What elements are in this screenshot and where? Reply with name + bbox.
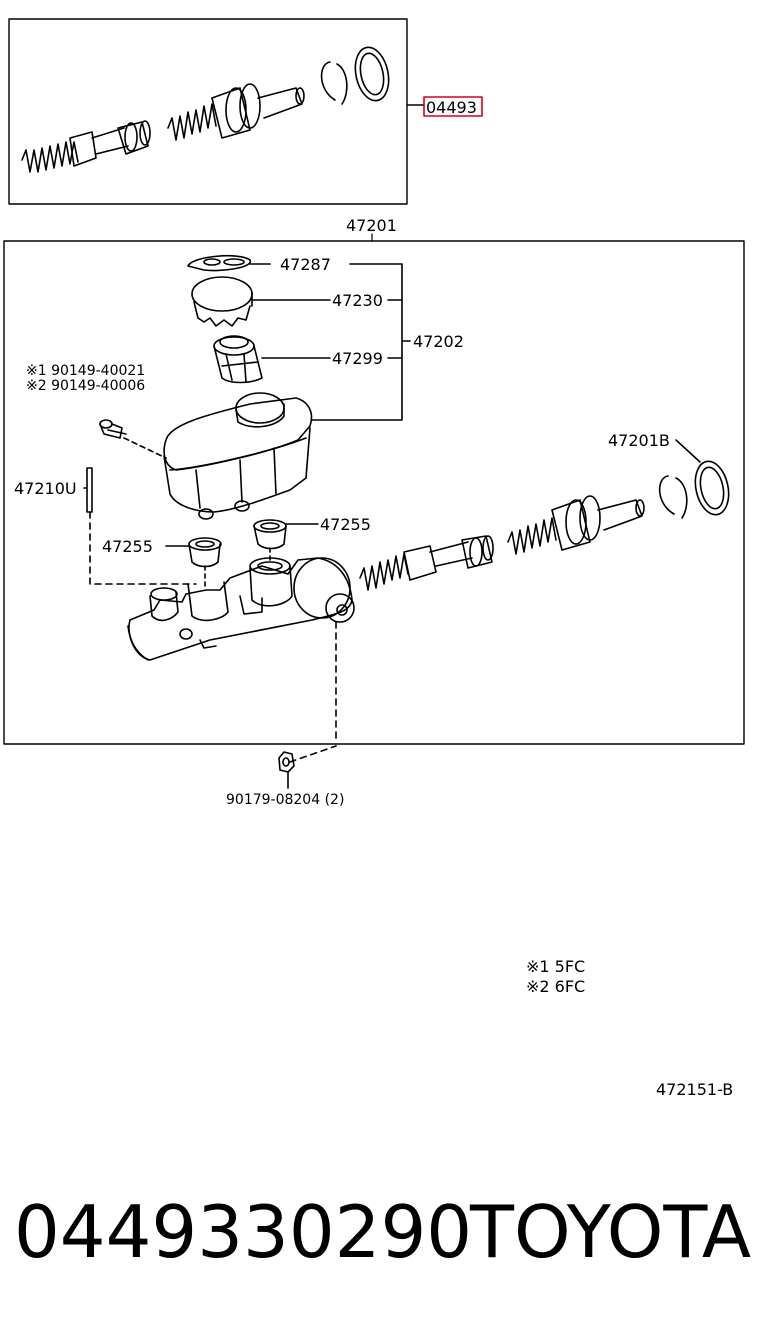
grommet-right-icon xyxy=(253,519,287,550)
kit-piston-spring-icon xyxy=(21,120,151,173)
strainer-icon xyxy=(213,335,263,384)
cap-label: 47230 xyxy=(332,291,383,310)
reservoir-cap-icon xyxy=(191,276,253,327)
main-o-ring-icon xyxy=(694,460,730,516)
strainer-label: 47299 xyxy=(332,349,383,368)
assembly-frame xyxy=(3,240,745,745)
master-cylinder-body-icon xyxy=(127,557,355,661)
legend-line-1: ※1 5FC xyxy=(526,957,585,976)
kit-piston-2-icon xyxy=(167,83,305,141)
screw-note-1: ※1 90149-40021 xyxy=(26,363,145,379)
nut-icon xyxy=(278,751,295,773)
main-piston-1-icon xyxy=(359,535,494,591)
kit-frame xyxy=(8,18,408,205)
legend-line-2: ※2 6FC xyxy=(526,977,585,996)
screw-icon xyxy=(99,419,127,439)
pin-label: 47210U xyxy=(14,479,77,498)
brand-name: TOYOTA xyxy=(470,1190,752,1274)
kit-o-ring-icon xyxy=(354,46,390,102)
kit-highlight-box xyxy=(423,96,483,117)
part-number: 0449330290 xyxy=(14,1190,473,1274)
gasket-label: 47287 xyxy=(280,255,331,274)
grommet-left-label: 47255 xyxy=(102,537,153,556)
gasket-icon xyxy=(187,254,251,272)
assembly-label: 47201 xyxy=(346,216,397,235)
figure-code: 472151-B xyxy=(656,1080,733,1099)
ring-kit-label: 47201B xyxy=(608,431,670,450)
reservoir-sub-label: 47202 xyxy=(413,332,464,351)
main-snap-ring-icon xyxy=(658,475,688,519)
nut-label: 90179-08204 (2) xyxy=(226,792,344,808)
main-piston-2-icon xyxy=(507,495,645,555)
grommet-left-icon xyxy=(188,537,222,568)
kit-highlight-label: 04493 xyxy=(426,98,477,117)
reservoir-sub-bracket xyxy=(311,263,403,421)
screw-note-2: ※2 90149-40006 xyxy=(26,378,145,394)
kit-snap-ring-icon xyxy=(320,61,348,105)
grommet-right-label: 47255 xyxy=(320,515,371,534)
reservoir-tank-icon xyxy=(163,392,313,520)
pin-icon xyxy=(86,467,93,513)
